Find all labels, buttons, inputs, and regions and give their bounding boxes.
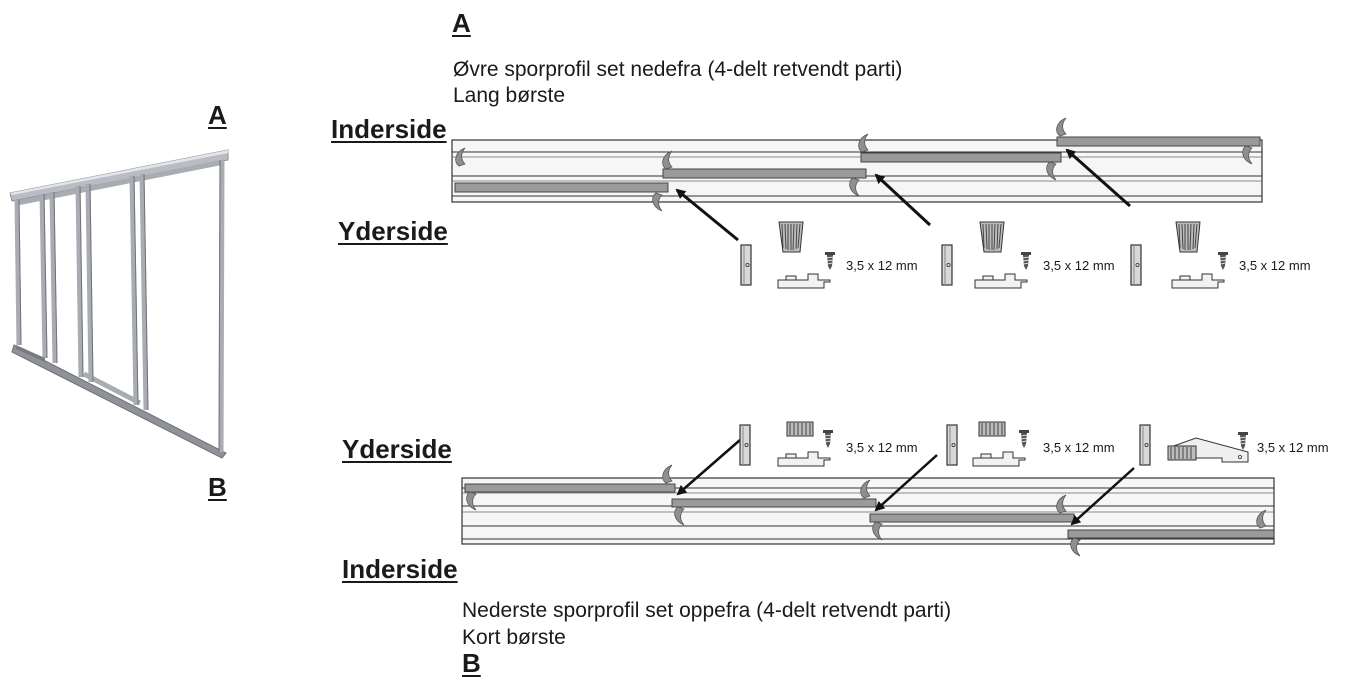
sliding-door-photo (9, 149, 229, 459)
top-track (451, 117, 1263, 212)
top-caption-line-1: Øvre sporprofil set nedefra (4-delt retv… (453, 58, 903, 81)
top-parts-1 (740, 221, 836, 289)
screw-size-label: 3,5 x 12 mm (1257, 440, 1329, 455)
bottom-track (461, 464, 1275, 557)
top-caption-line-2: Lang børste (453, 84, 566, 107)
screw-size-label: 3,5 x 12 mm (846, 440, 918, 455)
top-inside-label: Inderside (331, 114, 447, 144)
top-section-letter: A (452, 8, 471, 38)
top-parts-2 (941, 221, 1032, 289)
screw-size-label: 3,5 x 12 mm (1239, 258, 1311, 273)
screw-size-label: 3,5 x 12 mm (1043, 258, 1115, 273)
bottom-section-letter: B (462, 648, 481, 678)
top-parts-3 (1130, 221, 1229, 289)
bottom-outside-label: Yderside (342, 434, 452, 464)
bottom-caption-line-2: Kort børste (462, 626, 566, 649)
top-assembly-arrows (675, 148, 1131, 242)
bottom-parts-2 (946, 421, 1030, 467)
top-outside-label: Yderside (338, 216, 448, 246)
bottom-caption-line-1: Nederste sporprofil set oppefra (4-delt … (462, 599, 952, 622)
photo-bottom-letter: B (208, 472, 227, 502)
bottom-parts-3 (1139, 424, 1249, 466)
screw-size-label: 3,5 x 12 mm (846, 258, 918, 273)
photo-top-letter: A (208, 100, 227, 130)
bottom-assembly-arrows (676, 439, 1135, 526)
bottom-inside-label: Inderside (342, 554, 458, 584)
bottom-parts-1 (739, 421, 834, 467)
screw-size-label: 3,5 x 12 mm (1043, 440, 1115, 455)
